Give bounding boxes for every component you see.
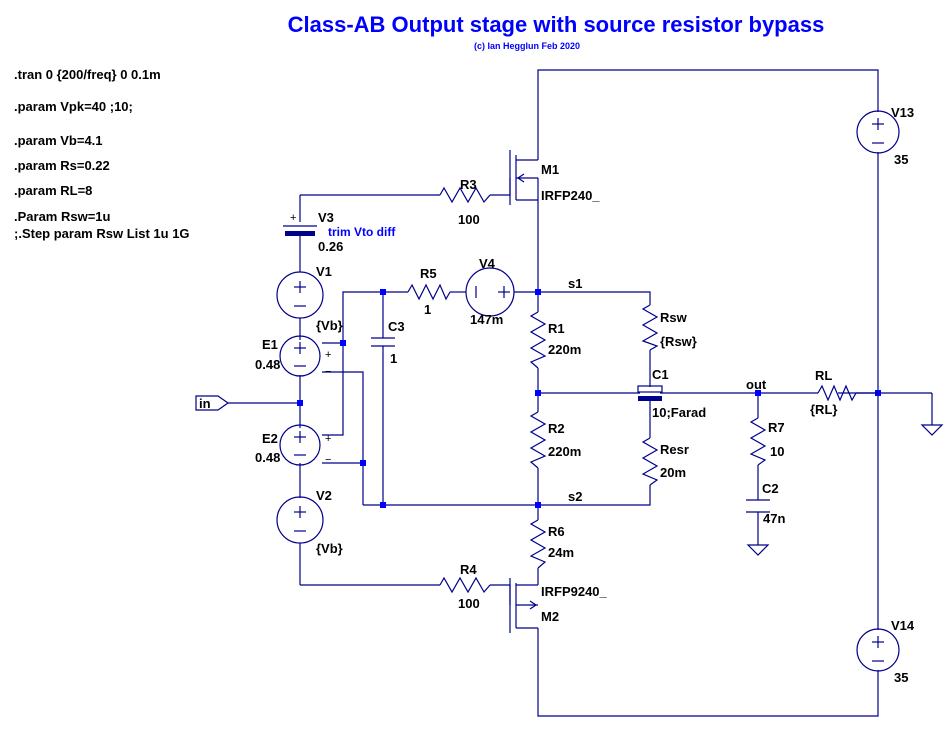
capacitor-c3	[371, 337, 395, 347]
ground-symbol-right	[920, 424, 944, 436]
v3-name: V3	[318, 210, 334, 225]
schematic-title: Class-AB Output stage with source resist…	[288, 12, 825, 37]
in-label: in	[199, 396, 211, 411]
vcvs-e2	[279, 424, 321, 466]
v4-name: V4	[479, 256, 496, 271]
voltage-source-v13	[856, 110, 900, 154]
c3-value: 1	[390, 351, 397, 366]
directive-rsw: .Param Rsw=1u	[14, 209, 111, 224]
v14-name: V14	[891, 618, 915, 633]
resistor-rsw	[641, 304, 659, 351]
directive-vb: .param Vb=4.1	[14, 133, 103, 148]
r5-value: 1	[424, 302, 431, 317]
net-label-s2: s2	[568, 489, 582, 504]
e1-ctrl-minus: −	[325, 366, 331, 378]
directive-tran: .tran 0 {200/freq} 0 0.1m	[14, 67, 161, 82]
v1-name: V1	[316, 264, 332, 279]
r3-value: 100	[458, 212, 480, 227]
voltage-source-v1	[276, 271, 324, 319]
r2-value: 220m	[548, 444, 581, 459]
r4-name: R4	[460, 562, 477, 577]
m1-name: M1	[541, 162, 559, 177]
wires	[228, 69, 933, 717]
v13-name: V13	[891, 105, 914, 120]
v14-value: 35	[894, 670, 908, 685]
r1-name: R1	[548, 321, 565, 336]
r6-value: 24m	[548, 545, 574, 560]
resistor-resr	[641, 437, 659, 486]
resistor-r4	[439, 576, 491, 594]
net-label-s1: s1	[568, 276, 582, 291]
m2-name: M2	[541, 609, 559, 624]
m2-model: IRFP9240_	[541, 584, 608, 599]
capacitor-c2	[746, 499, 770, 513]
rl-value: {RL}	[810, 402, 837, 417]
rl-name: RL	[815, 368, 832, 383]
resistor-r5	[407, 283, 451, 301]
vcvs-e1	[279, 335, 321, 377]
battery-v3	[283, 225, 317, 236]
mosfet-m2	[509, 578, 538, 633]
r7-value: 10	[770, 444, 784, 459]
e1-value: 0.48	[255, 357, 280, 372]
v2-name: V2	[316, 488, 332, 503]
e1-ctrl-plus: +	[325, 349, 331, 361]
e2-ctrl-plus: +	[325, 433, 331, 445]
rsw-value: {Rsw}	[660, 334, 697, 349]
v3-plus-sign: +	[290, 212, 296, 224]
v3-value: 0.26	[318, 239, 343, 254]
junction-nodes	[297, 289, 881, 508]
voltage-source-v14	[856, 628, 900, 672]
rsw-name: Rsw	[660, 310, 688, 325]
r3-name: R3	[460, 177, 477, 192]
directive-rl: .param RL=8	[14, 183, 92, 198]
r6-name: R6	[548, 524, 565, 539]
e2-name: E2	[262, 431, 278, 446]
trim-comment: trim Vto diff	[328, 225, 396, 239]
resr-value: 20m	[660, 465, 686, 480]
r4-value: 100	[458, 596, 480, 611]
e2-value: 0.48	[255, 450, 280, 465]
credit-note: (c) Ian Hegglun Feb 2020	[474, 41, 580, 51]
resistor-rl	[817, 384, 857, 402]
resistor-r1	[529, 311, 547, 369]
voltage-source-v4	[465, 267, 515, 317]
capacitor-c1	[637, 385, 663, 401]
r5-name: R5	[420, 266, 437, 281]
resistor-r7	[749, 417, 767, 466]
v4-value: 147m	[470, 312, 503, 327]
r7-name: R7	[768, 420, 785, 435]
v13-value: 35	[894, 152, 908, 167]
resistor-r2	[529, 411, 547, 469]
c2-value: 47n	[763, 511, 785, 526]
resr-name: Resr	[660, 442, 689, 457]
directive-vpk: .param Vpk=40 ;10;	[14, 99, 133, 114]
r1-value: 220m	[548, 342, 581, 357]
input-port-in	[195, 395, 230, 411]
c2-name: C2	[762, 481, 779, 496]
ground-symbol-c2	[746, 544, 770, 556]
c1-name: C1	[652, 367, 669, 382]
c1-value: 10;Farad	[652, 405, 706, 420]
e2-ctrl-minus: −	[325, 454, 331, 466]
r2-name: R2	[548, 421, 565, 436]
resistor-r3	[439, 186, 491, 204]
m1-model: IRFP240_	[541, 188, 600, 203]
spice-directives: .tran 0 {200/freq} 0 0.1m .param Vpk=40 …	[14, 67, 190, 241]
directive-step: ;.Step param Rsw List 1u 1G	[14, 226, 190, 241]
v2-value: {Vb}	[316, 541, 343, 556]
directive-rs: .param Rs=0.22	[14, 158, 110, 173]
resistor-r6	[529, 519, 547, 569]
mosfet-m1	[509, 150, 539, 205]
c3-name: C3	[388, 319, 405, 334]
net-label-out: out	[746, 377, 767, 392]
voltage-source-v2	[276, 496, 324, 544]
e1-name: E1	[262, 337, 278, 352]
v1-value: {Vb}	[316, 318, 343, 333]
